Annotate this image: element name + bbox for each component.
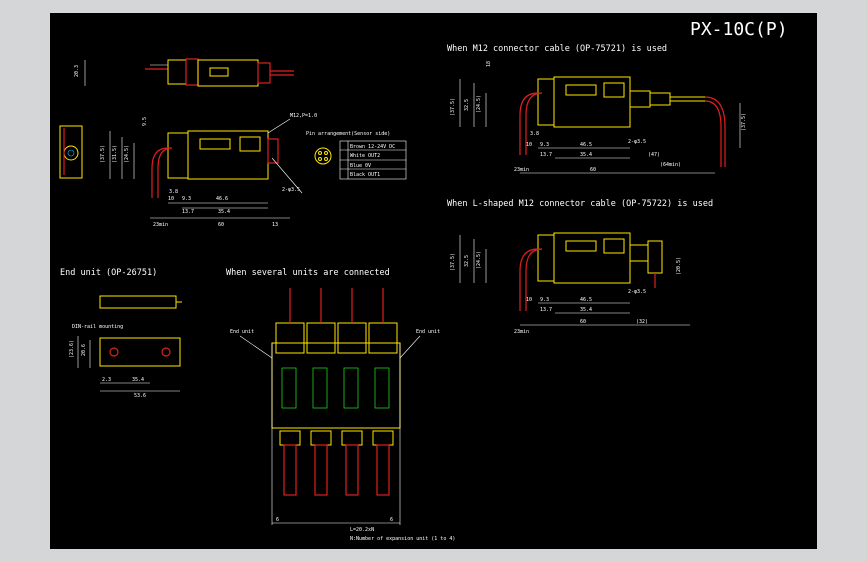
dim-label: (24.5) bbox=[476, 251, 482, 269]
dim-label: 32.5 bbox=[464, 99, 470, 111]
dim-label: 46.5 bbox=[580, 297, 592, 303]
dim-label: 6 bbox=[390, 517, 393, 523]
m12-section-heading: When M12 connector cable (OP-75721) is u… bbox=[447, 44, 667, 54]
dim-label: 53.6 bbox=[134, 393, 146, 399]
pin-row: Black OUT1 bbox=[350, 172, 380, 178]
dim-label: 35.4 bbox=[580, 307, 592, 313]
dim-label: 20.3 bbox=[74, 65, 80, 77]
dim-label: 60 bbox=[218, 222, 224, 228]
dim-label: 35.4 bbox=[132, 377, 144, 383]
dim-label: 3.8 bbox=[169, 189, 178, 195]
m12-cable-view: 18 (37.5) 32.5 (24.5) 3.8 10 9.3 46.5 13… bbox=[450, 61, 747, 174]
drawing-sheet: PX-10C(P) 20.3 bbox=[50, 13, 817, 549]
dim-label: (24.5) bbox=[476, 95, 482, 113]
l-m12-cable-view: (37.5) 32.5 (24.5) (20.5) 10 9.3 46.5 13… bbox=[450, 232, 690, 335]
dim-label: (24.5) bbox=[124, 145, 130, 163]
dim-label: 6 bbox=[276, 517, 279, 523]
sensor-main-view: (37.5) (31.5) (24.5) 9.5 3.8 10 9.3 13.7… bbox=[100, 113, 317, 228]
end-unit-view: DIN-rail mounting (23.6) 20.6 2.3 35.4 5… bbox=[69, 295, 182, 399]
dim-label: 23min bbox=[514, 167, 529, 173]
dim-label: 2-φ3.5 bbox=[282, 187, 300, 193]
sensor-side-view: 20.3 bbox=[74, 58, 294, 87]
dim-label: M12,P=1.0 bbox=[290, 113, 317, 119]
dim-label: 2-φ3.5 bbox=[628, 139, 646, 145]
dim-label: (32) bbox=[636, 319, 648, 325]
cad-drawing: PX-10C(P) 20.3 bbox=[59, 19, 788, 542]
dim-label: 60 bbox=[580, 319, 586, 325]
dim-label: (23.6) bbox=[69, 340, 75, 358]
length-formula: L=20.2xN bbox=[350, 527, 374, 533]
dim-label: 18 bbox=[486, 61, 492, 67]
dim-label: 35.4 bbox=[218, 209, 230, 215]
multi-unit-assembly: End unit End unit bbox=[230, 288, 455, 542]
dim-label: (47) bbox=[648, 152, 660, 158]
dim-label: 35.4 bbox=[580, 152, 592, 158]
dim-label: 46.6 bbox=[216, 196, 228, 202]
dim-label: (64min) bbox=[660, 162, 681, 168]
pin-row: Brown 12-24V DC bbox=[350, 144, 395, 150]
dim-label: 32.5 bbox=[464, 255, 470, 267]
pin-arrangement: Pin arrangement(Sensor side) Brown 12-24… bbox=[306, 131, 407, 180]
dim-label: 10 bbox=[526, 297, 532, 303]
end-unit-heading: End unit (OP-26751) bbox=[60, 268, 157, 278]
dim-label: 9.3 bbox=[182, 196, 191, 202]
dim-label: 23min bbox=[514, 329, 529, 335]
dim-label: (37.5) bbox=[450, 98, 456, 116]
dim-label: 23min bbox=[153, 222, 168, 228]
dim-label: 3.8 bbox=[530, 131, 539, 137]
dim-label: 46.5 bbox=[580, 142, 592, 148]
dim-label: 13.7 bbox=[540, 307, 552, 313]
drawing-title: PX-10C(P) bbox=[690, 19, 788, 40]
pin-arrangement-title: Pin arrangement(Sensor side) bbox=[306, 131, 390, 137]
pin-row: White OUT2 bbox=[350, 153, 380, 159]
pin-row: Blue 0V bbox=[350, 163, 371, 169]
sensor-front-view bbox=[59, 125, 83, 179]
dim-label: 13.7 bbox=[182, 209, 194, 215]
dim-label: (31.5) bbox=[112, 145, 118, 163]
end-unit-right-label: End unit bbox=[416, 329, 440, 335]
l-m12-section-heading: When L-shaped M12 connector cable (OP-75… bbox=[447, 199, 713, 209]
end-unit-left-label: End unit bbox=[230, 329, 254, 335]
dim-label: 60 bbox=[590, 167, 596, 173]
dim-label: 9.3 bbox=[540, 142, 549, 148]
din-mounting-label: DIN-rail mounting bbox=[72, 324, 123, 330]
dim-label: 20.6 bbox=[81, 344, 87, 356]
dim-label: (37.5) bbox=[100, 145, 106, 163]
dim-label: 13 bbox=[272, 222, 278, 228]
dim-label: (37.5) bbox=[741, 113, 747, 131]
dim-label: (37.5) bbox=[450, 253, 456, 271]
several-units-heading: When several units are connected bbox=[226, 268, 390, 278]
dim-label: 10 bbox=[526, 142, 532, 148]
n-note: N:Number of expansion unit (1 to 4) bbox=[350, 536, 455, 542]
dim-label: 10 bbox=[168, 196, 174, 202]
dim-label: (20.5) bbox=[676, 257, 682, 275]
dim-label: 9.5 bbox=[142, 117, 148, 126]
dim-label: 9.3 bbox=[540, 297, 549, 303]
dim-label: 2-φ3.5 bbox=[628, 289, 646, 295]
dim-label: 2.3 bbox=[102, 377, 111, 383]
dim-label: 13.7 bbox=[540, 152, 552, 158]
